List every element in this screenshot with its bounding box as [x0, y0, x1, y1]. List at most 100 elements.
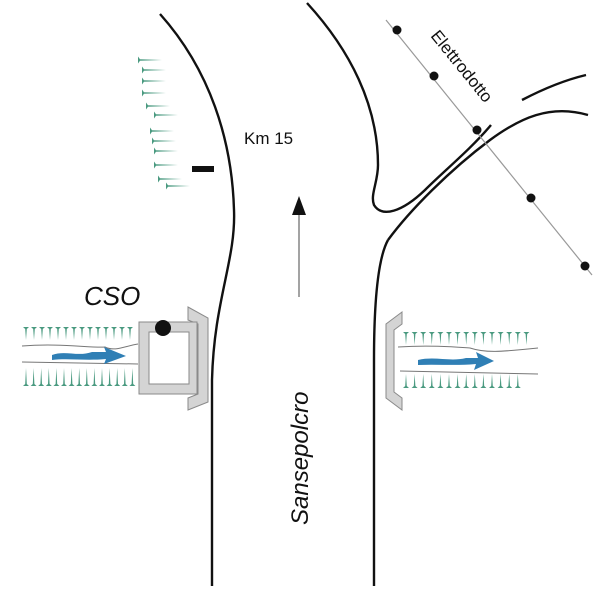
vegetation-tuft [61, 368, 67, 386]
vegetation-tuft [454, 374, 461, 388]
vegetation-tuft [30, 368, 37, 386]
vegetation-tuft [106, 368, 113, 386]
vegetation-tuft [514, 374, 521, 388]
vegetation-tuft [480, 374, 487, 388]
vegetation-tuft [463, 374, 470, 388]
vegetation-tuft [114, 368, 121, 386]
vegetation-tuft [63, 327, 69, 340]
vegetation-tuft [83, 368, 90, 386]
road-right-edge-lower [387, 110, 589, 241]
vegetation-tuft [150, 127, 174, 135]
pylon-dot [526, 193, 536, 203]
road-right-edge-upper [306, 2, 492, 213]
vegetation-tuft [146, 102, 170, 110]
culvert-right-icon [385, 311, 403, 411]
vegetation-tuft [87, 327, 93, 340]
vegetation-tuft [420, 374, 427, 388]
vegetation-tuft [91, 368, 98, 386]
vegetation-tuft [142, 77, 166, 85]
vegetation-upper-left [138, 56, 190, 190]
vegetation-left-top [23, 327, 133, 340]
vegetation-tuft [480, 332, 487, 345]
vegetation-tuft [411, 374, 418, 388]
vegetation-tuft [23, 327, 29, 340]
vegetation-tuft [403, 374, 409, 388]
cso-label: CSO [84, 281, 140, 311]
pylon-dot [580, 261, 590, 271]
vegetation-tuft [121, 368, 128, 386]
vegetation-tuft [142, 66, 166, 74]
road-right-edge-main [372, 239, 390, 586]
vegetation-right-top [403, 332, 530, 345]
vegetation-tuft [428, 332, 435, 345]
vegetation-tuft [68, 368, 75, 386]
vegetation-tuft [489, 332, 495, 345]
vegetation-tuft [31, 327, 37, 340]
vegetation-tuft [497, 332, 504, 345]
vegetation-tuft [45, 368, 52, 386]
vegetation-tuft [55, 327, 61, 340]
km-marker-icon [192, 166, 214, 172]
vegetation-tuft [437, 332, 444, 345]
vegetation-tuft [95, 327, 101, 340]
arrow-up-icon [292, 196, 306, 215]
vegetation-tuft [138, 56, 162, 64]
vegetation-tuft [152, 137, 176, 145]
pylon-dot [392, 25, 402, 35]
vegetation-tuft [71, 327, 77, 340]
vegetation-tuft [446, 374, 452, 388]
road-left-edge [159, 13, 236, 586]
vegetation-tuft [38, 368, 45, 386]
stream-right [397, 332, 539, 388]
vegetation-tuft [154, 161, 178, 169]
vegetation-tuft [471, 332, 478, 345]
road-side-branch [521, 73, 587, 102]
vegetation-tuft [111, 327, 117, 340]
vegetation-tuft [428, 374, 435, 388]
vegetation-tuft [142, 89, 166, 97]
vegetation-tuft [497, 374, 504, 388]
direction-label: Sansepolcro [287, 392, 314, 525]
km-label: Km 15 [244, 129, 293, 148]
vegetation-tuft [489, 374, 495, 388]
stream-left [21, 327, 139, 386]
vegetation-tuft [506, 374, 513, 388]
vegetation-tuft [403, 332, 409, 345]
vegetation-tuft [446, 332, 452, 345]
vegetation-right-bottom [403, 374, 521, 388]
water-flow-arrow-icon [52, 347, 126, 364]
vegetation-tuft [514, 332, 521, 345]
vegetation-tuft [154, 147, 178, 155]
vegetation-tuft [127, 327, 133, 340]
vegetation-tuft [53, 368, 60, 386]
vegetation-tuft [103, 327, 109, 340]
pylon-dot [429, 71, 439, 81]
vegetation-tuft [99, 368, 105, 386]
vegetation-tuft [158, 175, 182, 183]
vegetation-tuft [79, 327, 85, 340]
vegetation-tuft [411, 332, 418, 345]
cso-point [155, 320, 171, 336]
vegetation-tuft [454, 332, 461, 345]
vegetation-left-bottom [23, 368, 136, 386]
vegetation-tuft [39, 327, 45, 340]
vegetation-tuft [471, 374, 478, 388]
pylon-dot [472, 125, 482, 135]
vegetation-tuft [523, 332, 530, 345]
vegetation-tuft [420, 332, 427, 345]
vegetation-tuft [506, 332, 513, 345]
vegetation-tuft [76, 368, 83, 386]
vegetation-tuft [154, 111, 178, 119]
vegetation-tuft [166, 182, 190, 190]
cso-chamber-icon [138, 306, 209, 411]
vegetation-tuft [23, 368, 29, 386]
powerline [385, 19, 593, 276]
vegetation-tuft [119, 327, 125, 340]
vegetation-tuft [129, 368, 136, 386]
vegetation-tuft [437, 374, 444, 388]
vegetation-tuft [47, 327, 53, 340]
powerline-label: Elettrodotto [427, 27, 496, 107]
vegetation-tuft [463, 332, 470, 345]
